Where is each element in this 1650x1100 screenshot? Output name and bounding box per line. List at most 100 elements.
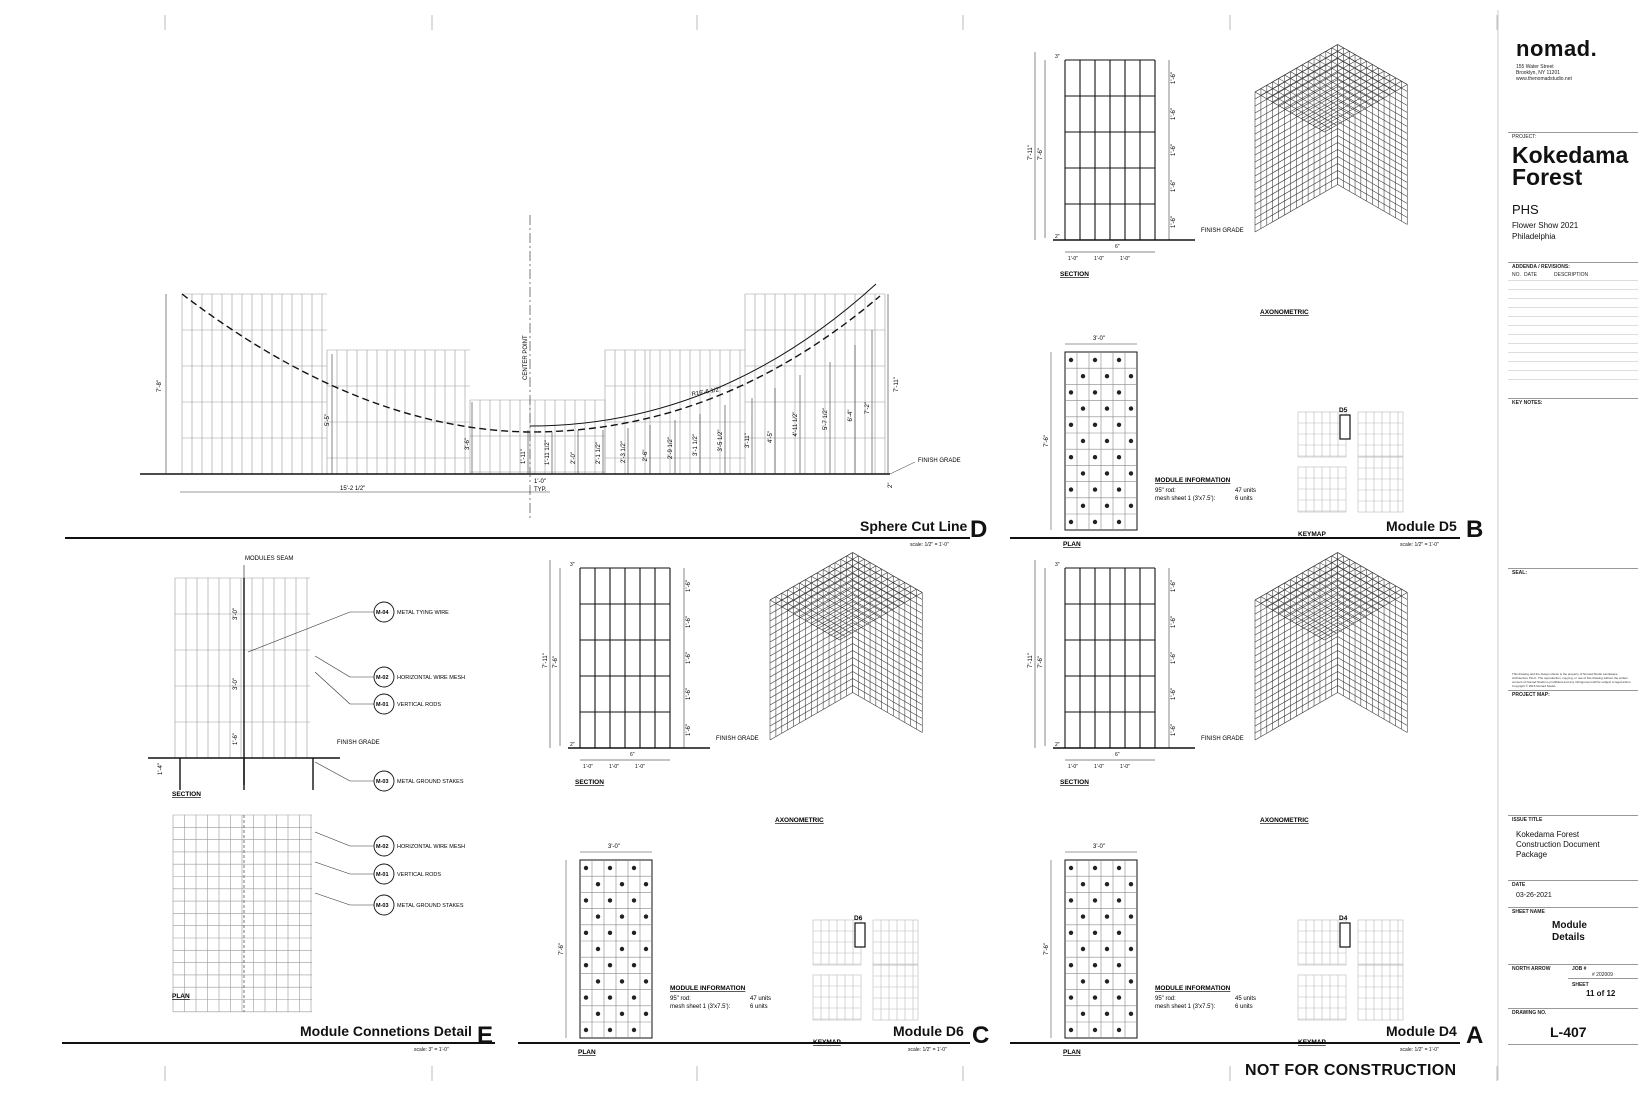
rev-col-no: NO. <box>1512 272 1521 278</box>
plan-label: PLAN <box>1063 541 1081 548</box>
project-name-line2: Forest <box>1512 164 1583 190</box>
section-top-dim: 3" <box>1055 562 1060 568</box>
key-notes-label: KEY NOTES: <box>1512 400 1543 406</box>
section-row-dim: 1'-6" <box>1171 616 1177 628</box>
section-row-dim: 1'-6" <box>1171 72 1177 84</box>
rev-col-desc: DESCRIPTION <box>1554 272 1589 278</box>
event-name: Flower Show 2021 <box>1512 221 1579 230</box>
sphere-grade-offset: 2" <box>888 483 894 488</box>
callout-tag: M-01 <box>376 702 389 708</box>
section-top-dim: 3" <box>570 562 575 568</box>
sphere-height-dim: 2'-6" <box>643 450 649 462</box>
section-col-dim: 1'-0" <box>609 764 619 770</box>
revision-row <box>1508 289 1638 290</box>
sheet-name-label: SHEET NAME <box>1512 909 1545 915</box>
issue-title-line1: Kokedama Forest <box>1516 830 1580 839</box>
plan-width-dim: 3'-0" <box>1093 336 1105 342</box>
section-row-dim: 1'-6" <box>686 616 692 628</box>
firm-address-2: Brooklyn, NY 11201 <box>1516 70 1561 76</box>
section-row-dim: 1'-6" <box>686 580 692 592</box>
firm-website: www.thenomadstudio.net <box>1516 76 1572 82</box>
mesh-label: mesh sheet 1 (3'x7.5'): <box>1155 496 1216 502</box>
module-info-title: MODULE INFORMATION <box>1155 477 1231 484</box>
callout-text: METAL GROUND STAKES <box>397 779 464 785</box>
project-name-line1: Kokedama <box>1512 142 1629 168</box>
sphere-height-dim: 5'-5" <box>325 414 331 426</box>
firm-address-1: 155 Water Street <box>1516 64 1554 70</box>
section-row-dim: 1'-6" <box>1171 724 1177 736</box>
title-block: nomad. 155 Water Street Brooklyn, NY 112… <box>1508 30 1638 1090</box>
axonometric-label: AXONOMETRIC <box>1260 309 1309 316</box>
callout-tag: M-02 <box>376 844 389 850</box>
sphere-height-dim: 5'-7 1/2" <box>823 408 829 430</box>
city-name: Philadelphia <box>1512 232 1556 241</box>
sphere-height-dim: 3'-11" <box>745 433 751 448</box>
plan-width-dim: 3'-0" <box>1093 844 1105 850</box>
drawing-no-label: DRAWING NO. <box>1512 1010 1547 1016</box>
callout-tag: M-04 <box>376 610 389 616</box>
sphere-finish-grade-label: FINISH GRADE <box>918 458 961 464</box>
north-arrow-label: NORTH ARROW <box>1512 966 1551 972</box>
callout-text: VERTICAL RODS <box>397 702 441 708</box>
mesh-units: 6 units <box>1235 496 1253 502</box>
section-row-dim: 1'-6" <box>1171 180 1177 192</box>
section-col-dim: 1'-0" <box>583 764 593 770</box>
section-finish-grade: FINISH GRADE <box>1201 228 1244 234</box>
issue-title-line3: Package <box>1516 850 1548 859</box>
sphere-cut-elevation: CENTER POINT FINISH GRADE 15'-2 1/2" 1'-… <box>140 215 961 518</box>
copyright-disclaimer: This drawing and the design shown is the… <box>1512 672 1632 688</box>
section-label: SECTION <box>1060 271 1089 278</box>
keymap-label: KEYMAP <box>813 1039 841 1046</box>
revision-row <box>1508 343 1638 344</box>
section-6in-dim: 6" <box>1115 244 1120 250</box>
sphere-left-height: 7'-8" <box>157 380 163 392</box>
panel-b-title: Module D5 <box>1386 518 1457 534</box>
keymap-label: KEYMAP <box>1298 1039 1326 1046</box>
section-row-dim: 1'-6" <box>1171 652 1177 664</box>
plan-height-dim: 7'-6" <box>1044 943 1050 955</box>
keymap-module-tag: D5 <box>1339 407 1348 414</box>
section-6in-dim: 6" <box>1115 752 1120 758</box>
project-map-label: PROJECT MAP: <box>1512 692 1550 698</box>
section-finish-grade: FINISH GRADE <box>716 736 759 742</box>
callout-text: METAL GROUND STAKES <box>397 903 464 909</box>
conn-section-label: SECTION <box>172 791 201 798</box>
conn-dim-3: 1'-6" <box>233 733 239 745</box>
panel-a-letter: A <box>1466 1022 1484 1049</box>
sphere-height-dim: 3'-5 1/2" <box>718 430 724 452</box>
callout-text: HORIZONTAL WIRE MESH <box>397 675 465 681</box>
section-row-dim: 1'-6" <box>1171 216 1177 228</box>
mesh-label: mesh sheet 1 (3'x7.5'): <box>1155 1004 1216 1010</box>
plan-height-dim: 7'-6" <box>559 943 565 955</box>
rod-units: 47 units <box>750 996 771 1002</box>
panel-e-title: Module Connetions Detail <box>300 1023 472 1039</box>
sphere-height-dim: 3'-6" <box>465 438 471 450</box>
module-info-title: MODULE INFORMATION <box>670 985 746 992</box>
panel-c-scale: scale: 1/2" = 1'-0" <box>908 1047 947 1053</box>
sphere-typ-label: TYP. <box>534 487 547 493</box>
sphere-height-dim: 2'-3 1/2" <box>621 441 627 463</box>
section-row-dim: 1'-6" <box>1171 688 1177 700</box>
section-bot-dim: 2" <box>570 742 575 748</box>
panel-e-letter: E <box>477 1022 494 1049</box>
section-total-dim: 7'-11" <box>1028 653 1034 668</box>
panel-d-title: Sphere Cut Line <box>860 518 968 534</box>
date-label: DATE <box>1512 882 1526 888</box>
section-inner-dim: 7'-6" <box>1038 148 1044 160</box>
rod-units: 47 units <box>1235 488 1256 494</box>
project-label: PROJECT: <box>1512 134 1537 140</box>
keymap-module-tag: D4 <box>1339 915 1348 922</box>
rev-col-date: DATE <box>1524 272 1537 278</box>
job-number: # 202009 <box>1592 972 1613 978</box>
mesh-units: 6 units <box>1235 1004 1253 1010</box>
issue-title-label: ISSUE TITLE <box>1512 817 1543 823</box>
section-inner-dim: 7'-6" <box>553 656 559 668</box>
section-row-dim: 1'-6" <box>686 688 692 700</box>
plan-width-dim: 3'-0" <box>608 844 620 850</box>
sphere-height-dim: 1'-11" <box>521 449 527 464</box>
panel-e-scale: scale: 3" = 1'-0" <box>414 1047 449 1053</box>
panel-c-letter: C <box>972 1022 990 1049</box>
plan-label: PLAN <box>1063 1049 1081 1056</box>
sphere-height-dim: 2'-9 1/2" <box>668 437 674 459</box>
